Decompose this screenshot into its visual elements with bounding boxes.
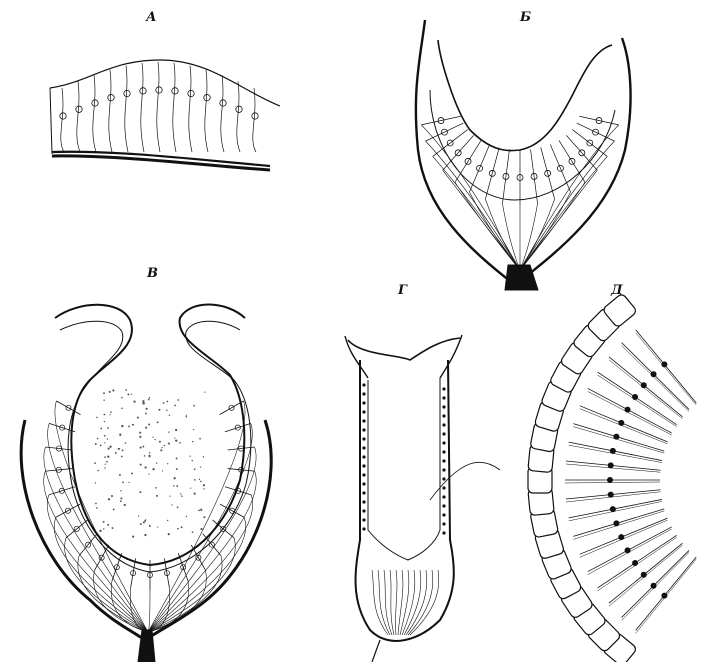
panel-v-vesicle-eye (21, 305, 271, 662)
panel-a-eyespot (50, 60, 280, 170)
panel-g-tubular-eye (345, 335, 500, 662)
panel-b-eyecup (416, 20, 631, 290)
panel-d-compound-eye (528, 293, 696, 662)
